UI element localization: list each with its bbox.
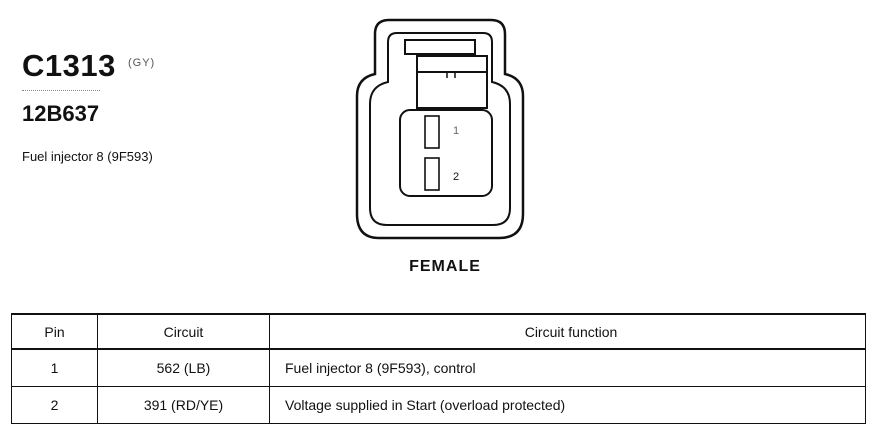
connector-housing-inner [369, 32, 511, 226]
table-header-row: Pin Circuit Circuit function [11, 313, 866, 350]
pin-cell: 1 [11, 348, 98, 387]
table-row: 1 562 (LB) Fuel injector 8 (9F593), cont… [11, 348, 866, 387]
header-circuit: Circuit [97, 313, 270, 350]
locking-tab [404, 39, 476, 55]
connector-housing-outer [355, 18, 525, 240]
pin-2-label: 2 [453, 171, 459, 183]
view-label: FEMALE [409, 258, 481, 275]
circuit-cell: 562 (LB) [97, 348, 270, 387]
circuit-cell: 391 (RD/YE) [97, 385, 270, 424]
pin-1-label: 1 [453, 125, 459, 137]
pin-1-cavity [424, 115, 440, 149]
pinout-table: Pin Circuit Circuit function 1 562 (LB) … [11, 313, 866, 424]
connector-id-divider [22, 90, 100, 91]
connector-color-code: (GY) [128, 57, 156, 69]
header-circuit-function: Circuit function [269, 313, 866, 350]
circuit-function-cell: Fuel injector 8 (9F593), control [269, 348, 866, 387]
table-row: 2 391 (RD/YE) Voltage supplied in Start … [11, 385, 866, 424]
part-number: 12B637 [22, 101, 100, 126]
header-pin: Pin [11, 313, 98, 350]
terminal-cavity-block [399, 109, 493, 197]
circuit-function-cell: Voltage supplied in Start (overload prot… [269, 385, 866, 424]
pin-cell: 2 [11, 385, 98, 424]
connector-id: C1313 [22, 48, 116, 83]
connector-description: Fuel injector 8 (9F593) [22, 149, 153, 164]
pin-2-cavity [424, 157, 440, 191]
locking-tab-body [416, 55, 488, 109]
connector-face-diagram: 1 2 [355, 18, 525, 240]
